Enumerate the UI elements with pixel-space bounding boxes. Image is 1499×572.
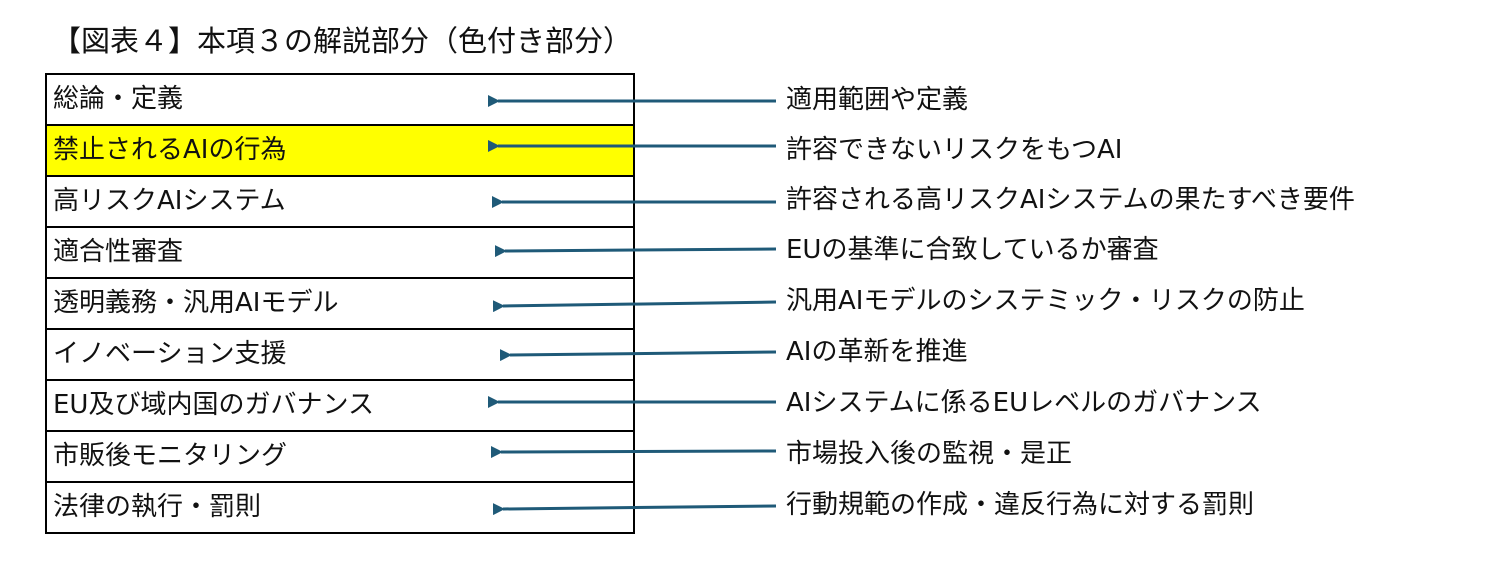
section-row-high-risk-ai: 高リスクAIシステム [47,177,633,228]
description-conformity: EUの基準に合致しているか審査 [786,235,1159,265]
section-list: 総論・定義 禁止されるAIの行為 高リスクAIシステム 適合性審査 透明義務・汎… [45,73,635,534]
description-innovation: AIの革新を推進 [786,337,968,367]
section-row-transparency-gpai: 透明義務・汎用AIモデル [47,279,633,330]
section-row-enforcement-penalties: 法律の執行・罰則 [53,492,262,522]
description-systemic-risk: 汎用AIモデルのシステミック・リスクの防止 [786,286,1305,316]
description-governance: AIシステムに係るEUレベルのガバナンス [786,388,1262,418]
section-row-post-market-monitoring: 市販後モニタリング [47,432,633,483]
figure-title: 【図表４】本項３の解説部分（色付き部分） [52,24,633,58]
section-row-innovation-support: イノベーション支援 [47,330,633,381]
section-row-prohibited-ai: 禁止されるAIの行為 [47,126,633,177]
description-unacceptable-risk: 許容できないリスクをもつAI [786,135,1123,165]
description-monitoring: 市場投入後の監視・是正 [786,439,1073,469]
description-high-risk-requirements: 許容される高リスクAIシステムの果たすべき要件 [786,185,1355,215]
description-scope: 適用範囲や定義 [786,85,969,115]
section-row-governance: EU及び域内国のガバナンス [47,381,633,432]
description-penalties: 行動規範の作成・違反行為に対する罰則 [786,490,1255,520]
section-row-general: 総論・定義 [47,75,633,126]
section-row-conformity-assessment: 適合性審査 [47,228,633,279]
